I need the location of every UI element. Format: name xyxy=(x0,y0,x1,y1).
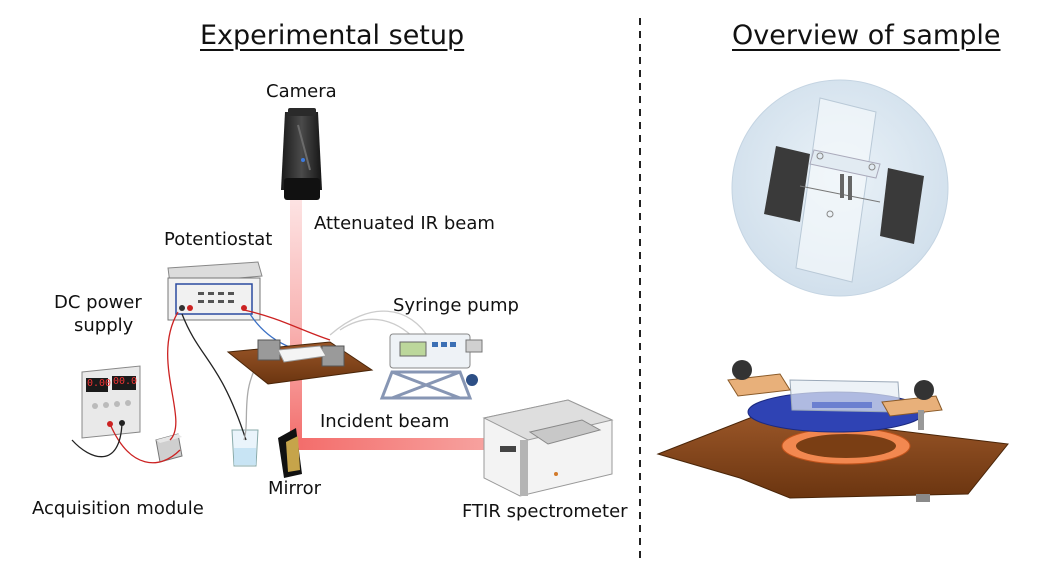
ir-beam-vertical xyxy=(290,200,302,450)
experimental-setup-title: Experimental setup xyxy=(200,20,465,51)
potentiostat-device xyxy=(167,261,263,321)
power-supply-left-readout: 0.00 xyxy=(87,378,112,389)
ftir-spectrometer-label: FTIR spectrometer xyxy=(462,501,628,522)
ftir-spectrometer-device xyxy=(482,399,614,497)
power-supply-right-readout: 00.0 xyxy=(113,376,138,387)
sample-top-view xyxy=(731,79,949,297)
acquisition-module-label: Acquisition module xyxy=(32,498,204,519)
mirror-label: Mirror xyxy=(268,478,322,499)
sample-overview-title: Overview of sample xyxy=(732,20,1001,51)
potentiostat-label: Potentiostat xyxy=(164,229,273,250)
sample-holder-stage xyxy=(226,339,374,385)
dc-power-supply-label-line2: supply xyxy=(74,315,134,336)
camera-device xyxy=(281,108,322,200)
camera-label: Camera xyxy=(266,81,337,102)
syringe-pump-device xyxy=(379,333,483,400)
ir-beam-horizontal xyxy=(290,438,490,450)
syringe-pump-label: Syringe pump xyxy=(393,295,519,316)
beaker xyxy=(231,429,259,467)
dc-power-supply-label-line1: DC power xyxy=(54,292,142,313)
acquisition-module-device xyxy=(155,433,183,463)
incident-beam-label: Incident beam xyxy=(320,411,450,432)
sample-holder-3d xyxy=(656,360,1009,502)
attenuated-beam-label: Attenuated IR beam xyxy=(314,213,495,234)
mirror-device xyxy=(278,428,302,478)
